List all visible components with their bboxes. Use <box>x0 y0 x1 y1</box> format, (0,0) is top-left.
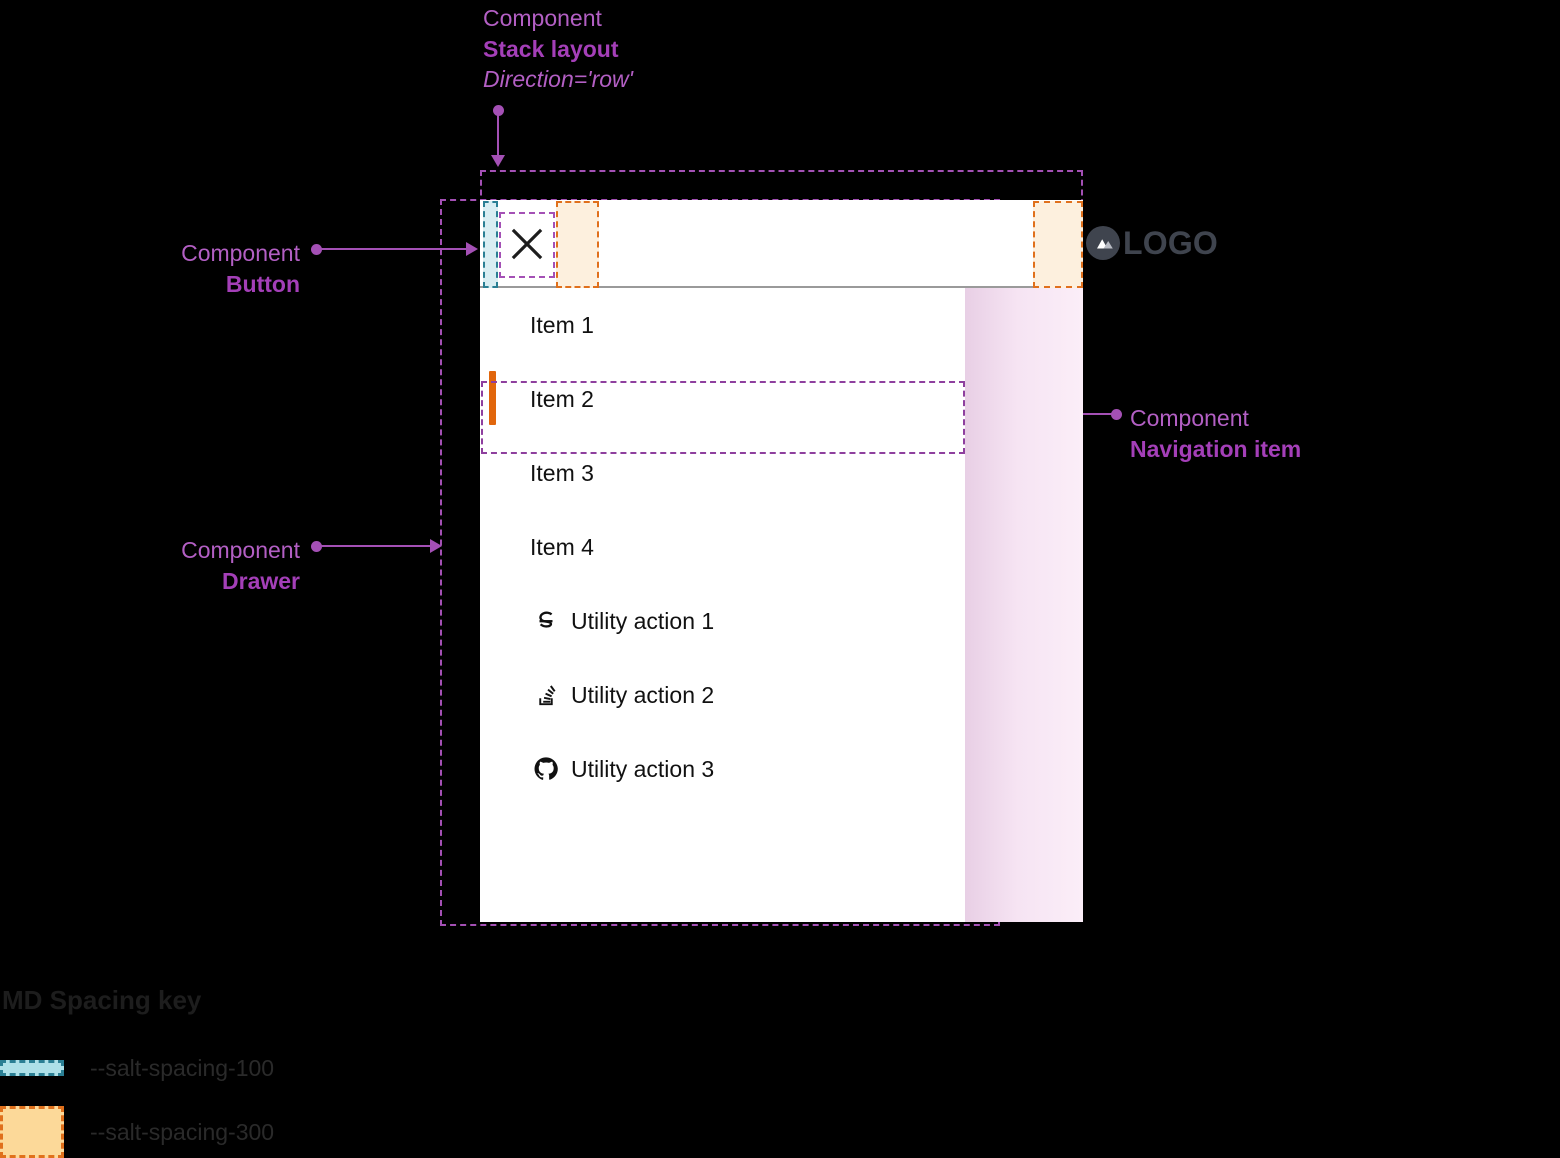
logo: LOGO <box>1085 200 1218 286</box>
utility-action-1[interactable]: Utility action 1 <box>480 584 1083 658</box>
close-icon <box>511 228 543 260</box>
annotation-drawer-arrowhead <box>430 539 442 553</box>
nav-item-label: Item 3 <box>530 459 594 486</box>
nav-item-4[interactable]: Item 4 <box>480 510 1083 584</box>
selected-indicator <box>489 371 496 425</box>
spec-outline-navigation-item <box>481 381 965 454</box>
annotation-stack-layout-leader <box>497 112 499 156</box>
spacing-key-legend: MD Spacing key --salt-spacing-100 --salt… <box>0 985 520 1158</box>
utility-action-label: Utility action 1 <box>571 607 715 634</box>
logo-text: LOGO <box>1123 224 1219 261</box>
legend-swatch-spacing-100 <box>0 1060 64 1076</box>
spacing-overlay-300-right <box>1033 201 1083 288</box>
nav-item-label: Item 1 <box>530 311 594 338</box>
legend-row-spacing-300: --salt-spacing-300 <box>0 1106 520 1158</box>
annotation-navigation-item-dot <box>1111 409 1122 420</box>
annotation-button-name: Button <box>225 270 300 297</box>
annotation-navigation-item-kind: Component <box>1130 405 1249 431</box>
utility-action-label: Utility action 3 <box>571 755 715 782</box>
annotation-drawer-kind: Component <box>181 537 300 563</box>
annotation-stack-layout-name: Stack layout <box>483 35 619 62</box>
utility-action-list: Utility action 1 Utility action 2 <box>480 584 1083 806</box>
annotation-drawer: Component Drawer <box>0 535 300 596</box>
annotation-navigation-item-name: Navigation item <box>1130 435 1302 462</box>
annotation-button-kind: Component <box>181 240 300 266</box>
github-icon <box>532 756 560 782</box>
drawer: LOGO Item 1 Item 2 Item 3 Item 4 <box>480 200 1218 922</box>
close-button[interactable] <box>499 211 555 277</box>
annotation-button-dot <box>311 244 322 255</box>
nav-item-label: Item 4 <box>530 533 594 560</box>
spec-outline-button <box>499 212 555 278</box>
annotation-button: Component Button <box>0 238 300 299</box>
spacing-overlay-100-left <box>483 201 498 288</box>
annotation-stack-layout-dot <box>493 105 504 116</box>
stack-overflow-icon <box>532 683 560 707</box>
utility-action-2[interactable]: Utility action 2 <box>480 658 1083 732</box>
legend-label-spacing-100: --salt-spacing-100 <box>90 1054 275 1081</box>
annotation-stack-layout-kind: Component <box>483 5 602 31</box>
legend-swatch-spacing-300 <box>0 1106 64 1158</box>
annotation-stack-layout: Component Stack layout Direction='row' <box>483 3 633 95</box>
spacing-overlay-300-after-button <box>556 201 599 288</box>
annotation-navigation-item: Component Navigation item <box>1130 403 1301 464</box>
salt-s-icon <box>532 609 560 633</box>
annotation-drawer-name: Drawer <box>222 567 300 594</box>
legend-row-spacing-100: --salt-spacing-100 <box>0 1042 520 1094</box>
utility-action-3[interactable]: Utility action 3 <box>480 732 1083 806</box>
annotation-stack-layout-prop: Direction='row' <box>483 66 634 93</box>
mountain-logo-icon <box>1086 226 1120 260</box>
annotation-drawer-dot <box>311 541 322 552</box>
annotation-stack-layout-arrowhead <box>491 155 505 167</box>
utility-action-label: Utility action 2 <box>571 681 715 708</box>
annotation-button-arrowhead <box>466 242 478 256</box>
legend-title: MD Spacing key <box>2 985 202 1015</box>
nav-item-1[interactable]: Item 1 <box>480 288 1083 362</box>
annotation-drawer-leader <box>320 545 432 547</box>
annotation-button-leader <box>320 248 468 250</box>
legend-label-spacing-300: --salt-spacing-300 <box>90 1118 275 1145</box>
